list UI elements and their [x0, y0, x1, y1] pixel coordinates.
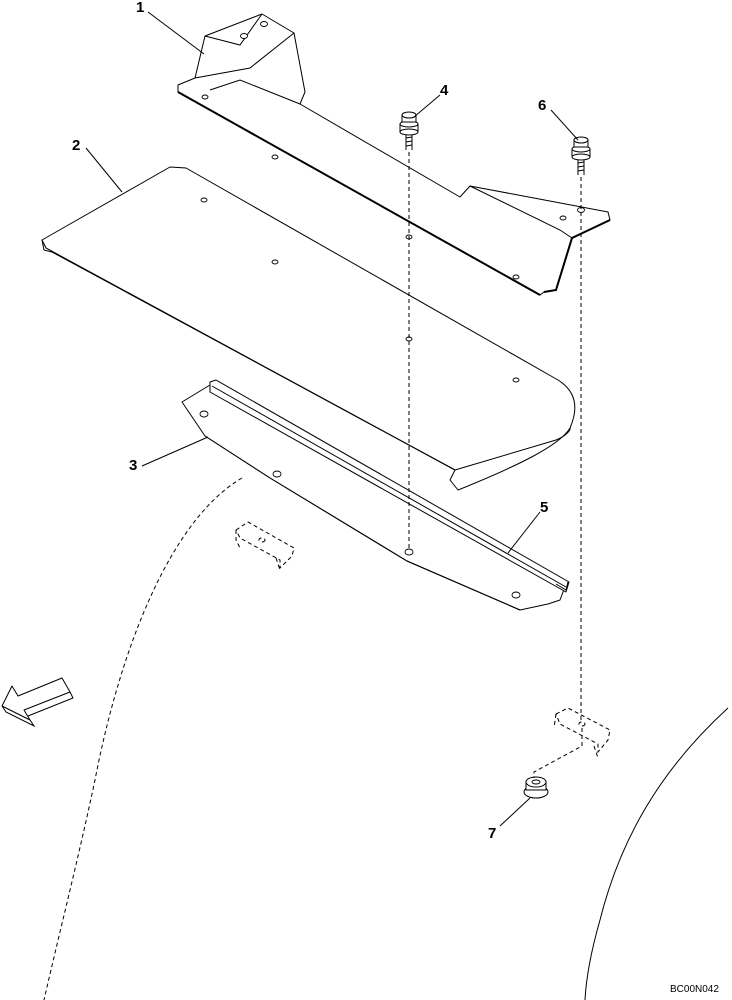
part-1-bracket — [177, 13, 611, 296]
left-tire-outline — [43, 477, 243, 1000]
part-5-edge-strip — [209, 379, 570, 593]
leader-line-6 — [550, 109, 579, 141]
part-3-lower-plate — [181, 384, 567, 611]
callout-3: 3 — [129, 457, 137, 474]
callout-1: 1 — [136, 0, 144, 16]
forward-direction-arrow-icon — [1, 677, 74, 728]
callout-7: 7 — [488, 825, 496, 842]
cover-hole — [271, 259, 279, 265]
leader-line-1 — [147, 11, 205, 55]
leader-line-7 — [499, 797, 531, 827]
callout-5: 5 — [540, 499, 548, 516]
leader-line-4 — [413, 94, 441, 118]
part-4-bolt — [399, 111, 419, 150]
plate-hole — [272, 470, 282, 478]
leader-line-3 — [141, 436, 209, 467]
leader-line-2 — [85, 147, 123, 193]
callout-6: 6 — [538, 97, 546, 114]
part-2-cover-plate — [41, 166, 576, 491]
plate-hole — [404, 548, 414, 556]
bracket-hole — [271, 154, 279, 160]
right-tire-outline — [584, 707, 729, 1000]
clip-right — [553, 707, 611, 759]
callout-2: 2 — [72, 137, 80, 154]
callout-4: 4 — [440, 82, 449, 99]
cover-hole — [512, 377, 520, 383]
part-7-nut — [523, 776, 549, 799]
leader-line-5 — [507, 511, 541, 554]
drawing-code: BC00N042 — [670, 984, 719, 995]
bracket-hole — [240, 33, 248, 39]
bracket-hole — [559, 215, 567, 221]
clip-left — [235, 521, 295, 571]
bracket-hole — [201, 94, 209, 100]
plate-hole — [511, 591, 521, 599]
cover-hole — [200, 197, 208, 203]
assembly-line-nut-7 — [533, 728, 583, 778]
bracket-hole — [260, 21, 268, 27]
bracket-hole — [512, 274, 520, 280]
part-6-bolt — [571, 136, 591, 175]
plate-hole — [199, 410, 209, 418]
